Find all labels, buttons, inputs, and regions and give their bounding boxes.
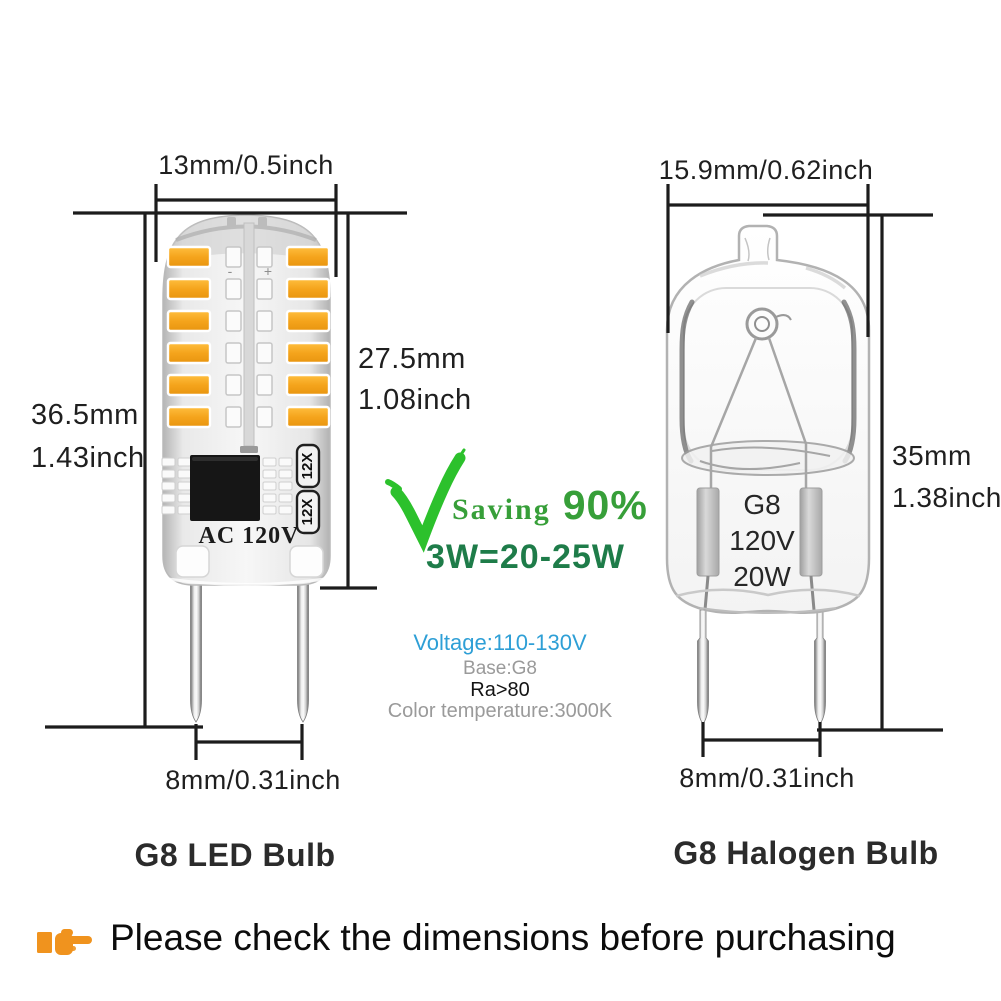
halogen-inner-floor: [681, 440, 855, 476]
led-badge-1: 12X: [299, 453, 316, 480]
led-center-strip: [243, 222, 255, 447]
led-badge-2: 12X: [299, 499, 316, 526]
led-base-notch-left: [175, 545, 210, 578]
led-body-mm-label: 27.5mm: [358, 343, 466, 375]
dimension-lines: [45, 184, 943, 760]
led-body-inch-label: 1.08inch: [358, 384, 472, 416]
led-height-mm-label: 36.5mm: [31, 399, 139, 431]
halogen-filament-wires: [709, 337, 808, 489]
led-base-notch-right: [289, 545, 324, 578]
led-pin-spacing-label: 8mm/0.31inch: [165, 765, 341, 795]
footer-note: Please check the dimensions before purch…: [110, 917, 896, 958]
check-icon: [385, 448, 466, 553]
spec-color-temperature: Color temperature:3000K: [387, 700, 613, 722]
saving-percent: 90%: [562, 482, 648, 528]
led-driver-area: [161, 455, 293, 521]
halogen-marking-type: G8: [743, 489, 780, 520]
saving-banner: Saving 90%: [452, 482, 648, 529]
polarity-plus-mark: +: [264, 263, 272, 279]
spec-cri: Ra>80: [470, 679, 530, 701]
spec-base: Base:G8: [463, 658, 537, 679]
led-pin-left: [190, 582, 202, 723]
halogen-bulb-illustration: G8 120V 20W: [665, 224, 871, 725]
halogen-height-inch-label: 1.38inch: [892, 482, 1001, 513]
halogen-width-label: 15.9mm/0.62inch: [658, 155, 874, 185]
halogen-electrode-right: [799, 487, 823, 577]
halogen-height-mm-label: 35mm: [892, 440, 972, 471]
wattage-equivalence: 3W=20-25W: [426, 538, 625, 576]
led-width-label: 13mm/0.5inch: [158, 150, 334, 180]
halogen-pin-spacing-label: 8mm/0.31inch: [679, 763, 855, 793]
halogen-marking-wattage: 20W: [733, 561, 791, 592]
led-pin-right: [297, 582, 309, 723]
halogen-filament-bead: [745, 307, 779, 341]
led-voltage-marking: AC 120V: [199, 523, 300, 549]
halogen-pin-right: [814, 609, 826, 725]
saving-label: Saving: [452, 493, 551, 526]
led-caption: G8 LED Bulb: [134, 837, 336, 873]
halogen-pin-left: [697, 609, 709, 725]
polarity-minus-mark: -: [228, 263, 233, 279]
led-bulb-illustration: - + 12X 12X: [161, 214, 331, 723]
led-ic-chip: [190, 455, 260, 521]
halogen-caption: G8 Halogen Bulb: [673, 835, 939, 871]
spec-voltage: Voltage:110-130V: [413, 630, 587, 655]
led-count-badges: 12X 12X: [295, 443, 321, 535]
halogen-electrode-left: [696, 487, 720, 577]
halogen-marking-voltage: 120V: [729, 525, 795, 556]
led-height-inch-label: 1.43inch: [31, 442, 145, 474]
pointing-hand-icon: [37, 929, 92, 955]
